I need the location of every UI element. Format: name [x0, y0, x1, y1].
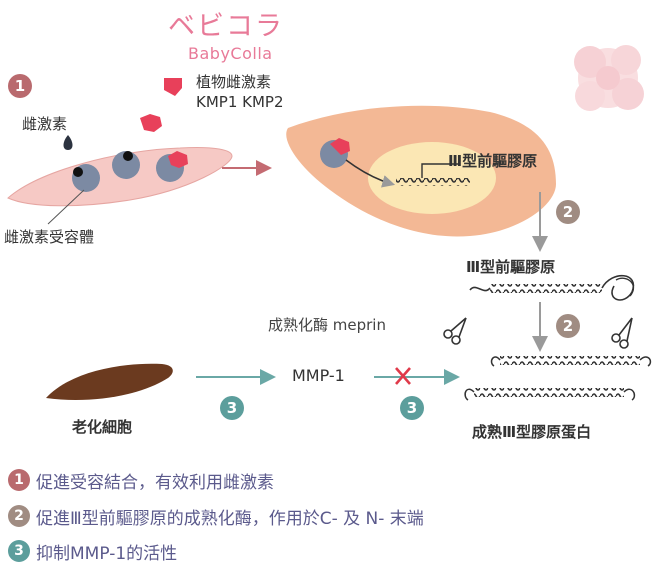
estrogen-label: 雌激素 — [22, 115, 68, 133]
estrogen-receptor-label: 雌激素受容體 — [4, 228, 95, 246]
legend-text-1: 促進受容結合，有效利用雌激素 — [36, 472, 274, 493]
legend-text-3: 抑制MMP-1的活性 — [36, 543, 178, 564]
step-badge-2a: 2 — [556, 200, 580, 224]
procollagen-fiber — [469, 274, 635, 301]
step-badge-3b: 3 — [400, 396, 424, 420]
collagen-gene-helix — [396, 178, 470, 186]
step-badge-2b: 2 — [556, 314, 580, 338]
brand-name-en: BabyColla — [188, 44, 273, 63]
phytoestrogen-marker-icon — [140, 114, 162, 132]
legend-item-3: 3 抑制MMP-1的活性 — [8, 538, 177, 564]
phytoestrogen-label: 植物雌激素 KMP1 KMP2 — [196, 72, 284, 112]
mature-collagen-fibers — [464, 356, 652, 401]
kmp-text: KMP1 KMP2 — [196, 93, 284, 111]
aging-cell — [46, 363, 173, 400]
estrogen-drop-icon — [63, 135, 73, 150]
step-badge-3a: 3 — [220, 396, 244, 420]
phytoestrogen-bound-icon — [168, 151, 188, 168]
scissors-icon-left — [443, 317, 467, 345]
carnation-flower-icon — [574, 45, 644, 111]
legend-item-2: 2 促進Ⅲ型前驅膠原的成熟化酶，作用於C- 及 N- 末端 — [8, 503, 424, 529]
brand-name-jp: ベビコラ — [168, 11, 284, 42]
legend-text-2: 促進Ⅲ型前驅膠原的成熟化酶，作用於C- 及 N- 末端 — [36, 508, 424, 529]
scissors-icon-right — [611, 317, 633, 349]
phytoestrogen-legend-icon — [164, 78, 182, 96]
procollagen-label: Ⅲ型前驅膠原 — [466, 258, 556, 276]
legend-dot-2: 2 — [8, 505, 30, 527]
legend-dot-3: 3 — [8, 540, 30, 562]
mmp1-label: MMP-1 — [292, 366, 345, 385]
step-badge-1: 1 — [8, 74, 32, 98]
procollagen-label-nucleus: Ⅲ型前驅膠原 — [448, 152, 538, 170]
meprin-label: 成熟化酶 meprin — [268, 316, 386, 334]
mature-collagen-label: 成熟Ⅲ型膠原蛋白 — [472, 423, 592, 441]
phytoestrogen-text: 植物雌激素 — [196, 73, 272, 91]
inhibit-x-icon — [395, 367, 411, 385]
aging-cell-label: 老化細胞 — [72, 418, 133, 436]
legend-item-1: 1 促進受容結合，有效利用雌激素 — [8, 467, 274, 493]
legend-dot-1: 1 — [8, 469, 30, 491]
estrogen-receptor-2 — [112, 151, 140, 179]
